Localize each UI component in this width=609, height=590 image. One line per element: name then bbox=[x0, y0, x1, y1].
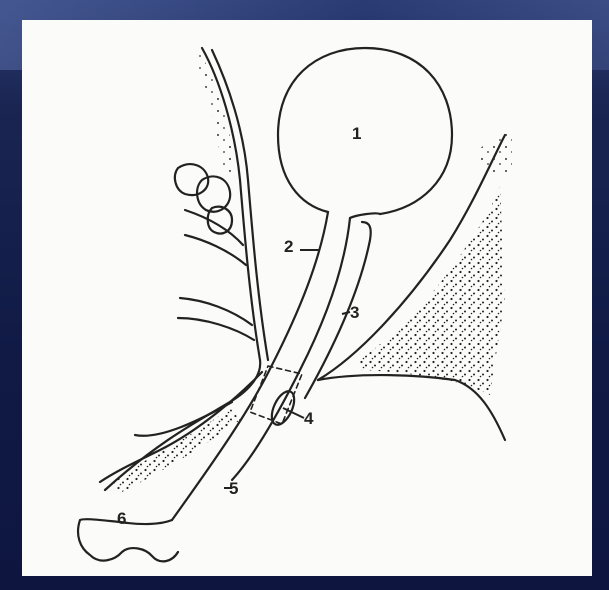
label-leaders bbox=[0, 0, 609, 590]
